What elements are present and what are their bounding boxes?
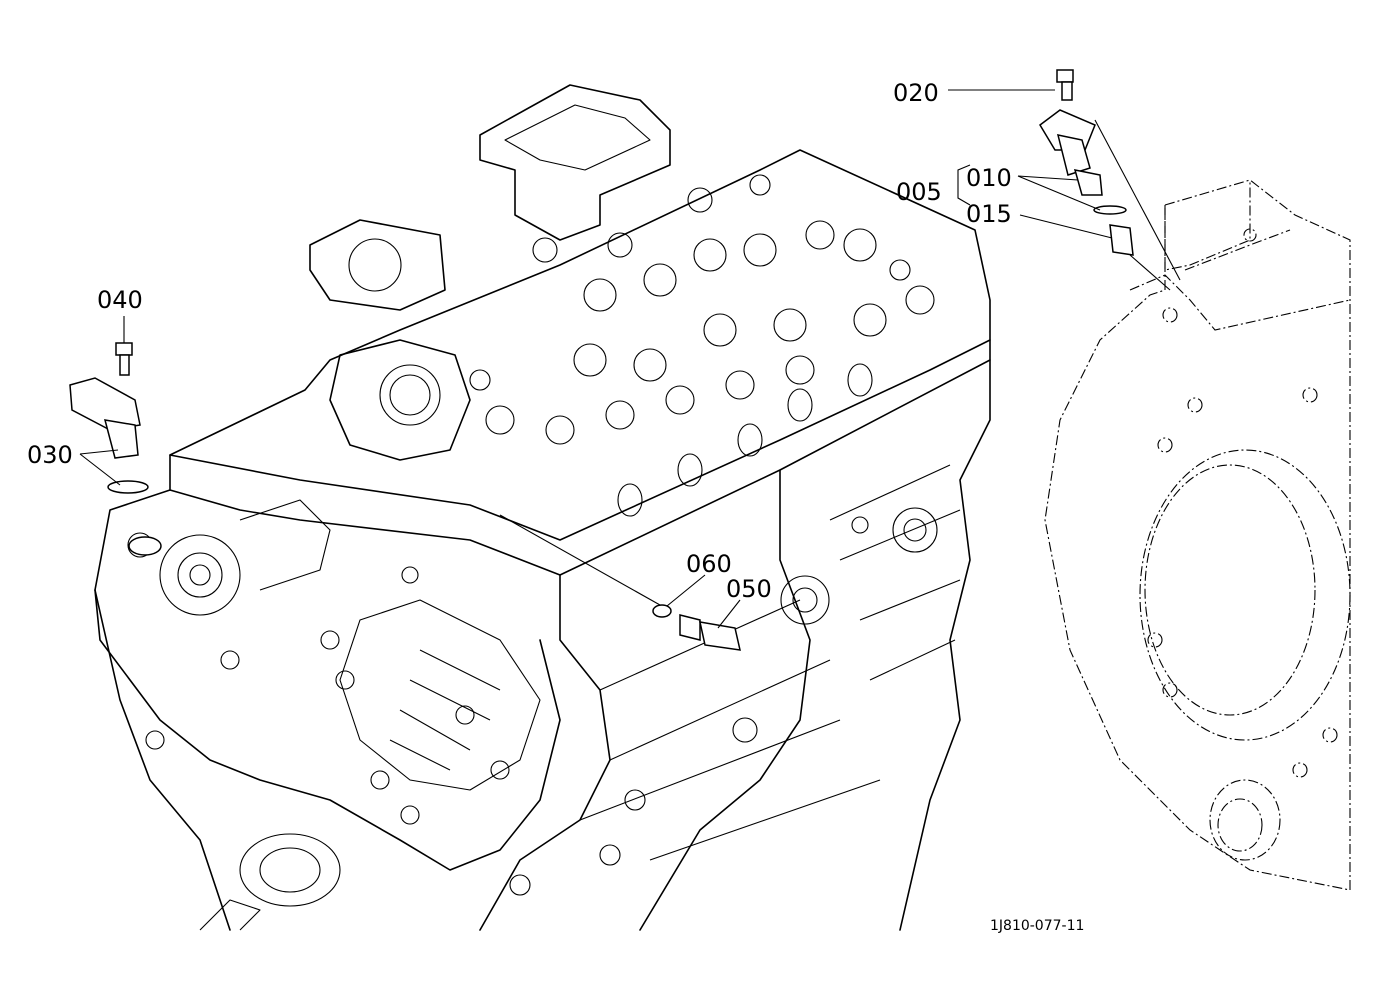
part-label-030: 030 bbox=[27, 441, 73, 469]
drawing-reference-code: 1J810-077-11 bbox=[990, 918, 1084, 934]
part-label-010: 010 bbox=[966, 164, 1012, 192]
part-label-020: 020 bbox=[893, 79, 939, 107]
part-label-015: 015 bbox=[966, 200, 1012, 228]
part-label-040: 040 bbox=[97, 286, 143, 314]
flywheel-housing bbox=[1044, 179, 1351, 891]
leader-lines bbox=[79, 89, 1113, 629]
part-label-005: 005 bbox=[896, 178, 942, 206]
part-labels: 020 005 010 015 040 030 060 050 1J810-07… bbox=[27, 79, 1084, 934]
temp-sensor-assembly bbox=[499, 514, 741, 651]
speed-sensor-assembly bbox=[1039, 69, 1181, 291]
part-label-050: 050 bbox=[726, 575, 772, 603]
part-label-060: 060 bbox=[686, 550, 732, 578]
engine-block bbox=[94, 84, 991, 931]
cam-sensor-assembly bbox=[69, 342, 162, 556]
